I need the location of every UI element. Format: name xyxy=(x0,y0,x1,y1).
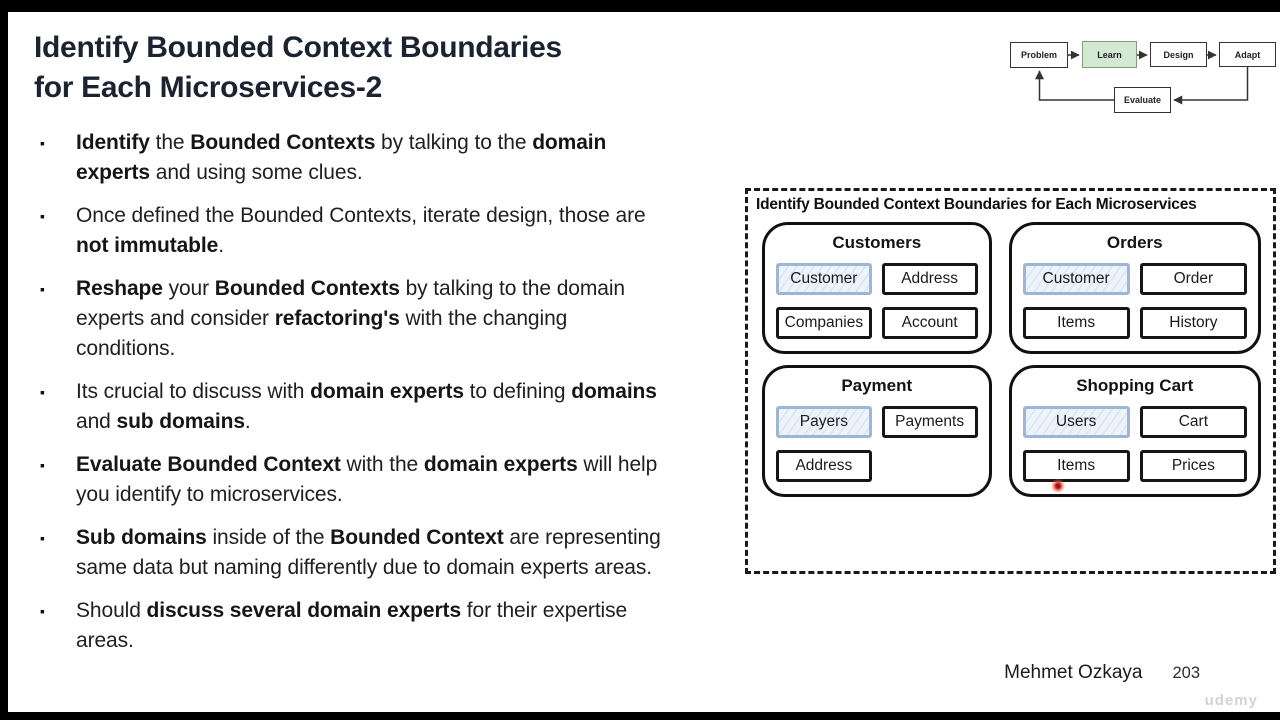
entity-box-payers: Payers xyxy=(776,406,872,438)
flow-node-design: Design xyxy=(1150,42,1207,67)
entity-box-order: Order xyxy=(1139,263,1247,295)
bounded-context-diagram: Identify Bounded Context Boundaries for … xyxy=(745,188,1276,574)
entity-box-account: Account xyxy=(881,307,978,339)
bullet-text: Sub domains inside of the Bounded Contex… xyxy=(76,526,661,579)
flow-node-problem: Problem xyxy=(1010,42,1068,68)
laser-pointer-dot xyxy=(1051,479,1065,493)
slide: Identify Bounded Context Boundaries for … xyxy=(8,12,1280,712)
bullet-item: ▪ Its crucial to discuss with domain expe… xyxy=(36,377,748,437)
bullet-text: Reshape your Bounded Contexts by talking… xyxy=(76,277,625,360)
entity-box-cart: Cart xyxy=(1139,406,1247,438)
page-title-line-2: for Each Microservices-2 xyxy=(34,71,382,104)
page-title: Identify Bounded Context Boundaries for … xyxy=(34,28,562,108)
entity-box-address: Address xyxy=(881,263,978,295)
bullet-item: ▪ Once defined the Bounded Contexts, iter… xyxy=(36,201,748,261)
footer: Mehmet Ozkaya 203 xyxy=(1004,662,1200,684)
page-title-line-1: Identify Bounded Context Boundaries xyxy=(34,31,562,64)
bullet-item: ▪ Evaluate Bounded Context with the domai… xyxy=(36,450,748,510)
entity-box-prices: Prices xyxy=(1139,450,1247,482)
entity-box-users: Users xyxy=(1022,406,1130,438)
flow-arrows xyxy=(1035,50,1249,105)
entity-box-address: Address xyxy=(776,450,872,482)
entity-box-items: Items xyxy=(1022,307,1130,339)
bullet-item: ▪ Reshape your Bounded Contexts by talkin… xyxy=(36,274,748,364)
diagram-caption: Identify Bounded Context Boundaries for … xyxy=(756,196,1197,213)
context-title-customers: Customers xyxy=(832,233,922,252)
bullet-marker: ▪ xyxy=(40,135,45,151)
page-number: 203 xyxy=(1172,664,1200,682)
bullet-text: Identify the Bounded Contexts by talking… xyxy=(76,131,607,184)
bullet-item: ▪ Sub domains inside of the Bounded Conte… xyxy=(36,523,748,583)
bullet-item: ▪ Should discuss several domain experts f… xyxy=(36,596,748,656)
learning-cycle-diagram: Problem Learn Design Adapt Evaluate xyxy=(1002,28,1278,124)
entity-box-customer: Customer xyxy=(1022,263,1130,295)
flow-node-adapt: Adapt xyxy=(1219,42,1276,67)
bullet-marker: ▪ xyxy=(40,281,45,297)
context-title-shopping-cart: Shopping Cart xyxy=(1076,376,1194,395)
bullet-text: Its crucial to discuss with domain exper… xyxy=(76,380,657,433)
bullet-list: ▪ Identify the Bounded Contexts by talkin… xyxy=(36,128,748,669)
bullet-item: ▪ Identify the Bounded Contexts by talkin… xyxy=(36,128,748,188)
bullet-marker: ▪ xyxy=(40,384,45,400)
context-title-payment: Payment xyxy=(841,376,913,395)
bullet-marker: ▪ xyxy=(40,208,45,224)
flow-node-learn: Learn xyxy=(1082,41,1137,68)
bullet-text: Evaluate Bounded Context with the domain… xyxy=(76,453,658,506)
author-name: Mehmet Ozkaya xyxy=(1004,662,1143,683)
context-title-orders: Orders xyxy=(1106,233,1163,252)
bullet-marker: ▪ xyxy=(40,603,45,619)
entity-box-customer: Customer xyxy=(776,263,872,295)
bullet-text: Should discuss several domain experts fo… xyxy=(76,599,628,652)
entity-box-payments: Payments xyxy=(881,406,978,438)
entity-box-companies: Companies xyxy=(776,307,872,339)
bullet-marker: ▪ xyxy=(40,457,45,473)
entity-box-items: Items xyxy=(1022,450,1130,482)
bullet-marker: ▪ xyxy=(40,530,45,546)
udemy-watermark: udemy xyxy=(1204,692,1258,709)
bullet-text: Once defined the Bounded Contexts, itera… xyxy=(76,204,646,257)
entity-box-history: History xyxy=(1139,307,1247,339)
flow-node-evaluate: Evaluate xyxy=(1114,87,1171,113)
